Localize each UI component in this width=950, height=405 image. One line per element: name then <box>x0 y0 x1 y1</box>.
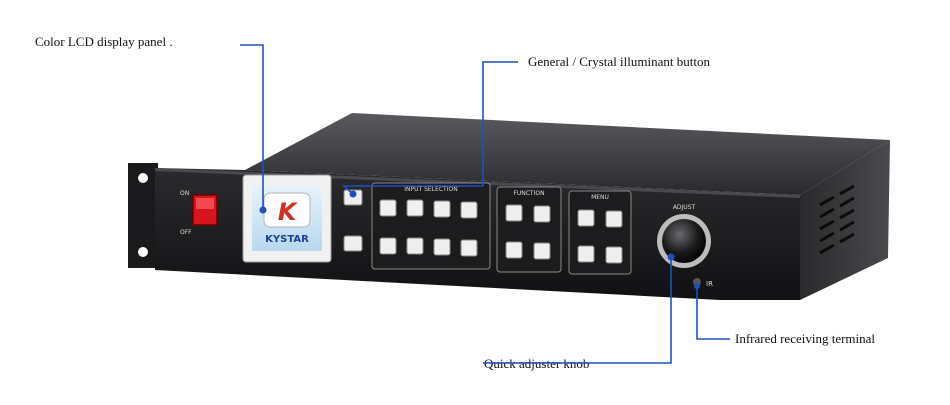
power-on-label: ON <box>180 190 189 197</box>
leader-knob <box>483 257 672 364</box>
input-button-top[interactable] <box>343 235 363 252</box>
leader-lines <box>240 44 730 364</box>
adjust-label: ADJUST <box>673 204 696 211</box>
leader-lcd <box>240 44 264 210</box>
power-off-label: OFF <box>180 229 192 236</box>
menu-label: MENU <box>591 194 609 201</box>
side-vent-slots <box>819 184 855 255</box>
input-selection-label: INPUT SELECTION <box>404 186 457 193</box>
ir-label: IR <box>706 280 713 288</box>
device-right-side <box>800 140 890 300</box>
logo-icon: K <box>278 198 299 226</box>
callout-lcd-panel: Color LCD display panel . <box>35 34 173 49</box>
menu-buttons <box>577 209 623 264</box>
callout-ir-terminal: Infrared receiving terminal <box>735 331 876 346</box>
device-top-cover <box>245 113 890 195</box>
leader-crystal <box>341 61 518 195</box>
leader-ir <box>696 286 730 340</box>
callout-crystal-button: General / Crystal illuminant button <box>528 54 710 69</box>
leader-dots <box>259 190 700 289</box>
quick-adjuster-knob[interactable] <box>662 219 706 263</box>
input-buttons <box>379 199 478 257</box>
function-label: FUNCTION <box>513 190 544 197</box>
brand-label: KYSTAR <box>265 234 309 245</box>
function-group <box>496 186 562 273</box>
function-buttons <box>505 204 551 260</box>
